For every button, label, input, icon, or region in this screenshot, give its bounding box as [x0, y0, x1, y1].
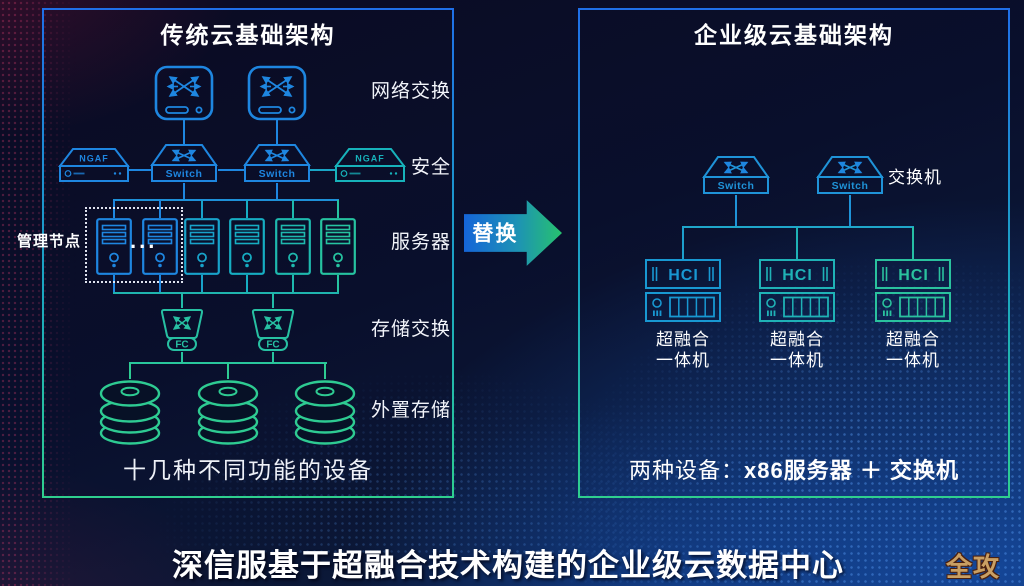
svg-text:Switch: Switch [832, 180, 869, 192]
connector-line [272, 293, 274, 308]
svg-text:FC: FC [266, 340, 279, 351]
hci-appliance-icon: HCI [759, 259, 835, 322]
hci-caption-line2: 一体机 [886, 351, 940, 370]
replace-arrow-label: 替换 [472, 222, 519, 246]
connector-line [912, 227, 914, 259]
connector-line [181, 293, 183, 308]
network-switch-icon [154, 65, 214, 121]
switch-icon: Switch [816, 156, 884, 194]
connector-line [292, 275, 294, 293]
right-caption: 两种设备：x86服务器 ＋ 交换机 [578, 453, 1010, 485]
disk-stack-icon [99, 380, 161, 445]
row-label-network: 网络交换 [370, 81, 451, 102]
network-switch-icon [247, 65, 307, 121]
hci-caption: 超融合 一体机 [868, 329, 958, 371]
connector-line [246, 200, 248, 218]
switch-icon: Switch [150, 144, 218, 182]
ngaf-firewall-icon: NGAF [334, 148, 406, 182]
row-label-server: 服务器 [390, 232, 451, 253]
disk-stack-icon [294, 380, 356, 445]
svg-text:Switch: Switch [259, 168, 296, 180]
svg-text:Switch: Switch [718, 180, 755, 192]
connector-line [246, 275, 248, 293]
connector-line [128, 169, 152, 171]
management-node-box [85, 207, 183, 283]
ngaf-firewall-icon: NGAF [58, 148, 130, 182]
connector-line [292, 200, 294, 218]
server-icon [229, 218, 265, 275]
server-icon [184, 218, 220, 275]
hci-caption-line1: 超融合 [886, 330, 940, 349]
right-panel [578, 8, 1010, 498]
connector-line [129, 363, 131, 379]
server-icon [275, 218, 311, 275]
svg-text:Switch: Switch [166, 168, 203, 180]
fc-switch-icon: FC [160, 309, 204, 351]
connector-line [227, 363, 229, 379]
connector-line [201, 275, 203, 293]
connector-line [682, 226, 914, 228]
svg-text:HCI: HCI [668, 267, 699, 284]
connector-line [310, 169, 335, 171]
switch-icon: Switch [702, 156, 770, 194]
connector-line [159, 200, 161, 218]
right-caption-bold: x86服务器 ＋ 交换机 [744, 458, 959, 483]
hci-caption-line1: 超融合 [656, 330, 710, 349]
connector-line [113, 292, 339, 294]
connector-line [181, 352, 183, 363]
row-label-storage-switch: 存储交换 [370, 319, 451, 340]
hci-caption-line2: 一体机 [656, 351, 710, 370]
connector-line [183, 183, 185, 200]
server-icon [142, 218, 178, 275]
switch-side-label: 交换机 [888, 168, 942, 187]
hci-caption: 超融合 一体机 [752, 329, 842, 371]
svg-text:HCI: HCI [898, 267, 929, 284]
row-label-external-storage: 外置存储 [370, 400, 451, 421]
svg-text:HCI: HCI [782, 267, 813, 284]
hci-caption-line1: 超融合 [770, 330, 824, 349]
connector-line [159, 275, 161, 293]
disk-stack-icon [197, 380, 259, 445]
right-caption-prefix: 两种设备： [629, 458, 745, 483]
connector-line [218, 169, 244, 171]
right-panel-title: 企业级云基础架构 [694, 22, 894, 48]
switch-icon: Switch [243, 144, 311, 182]
connector-line [201, 200, 203, 218]
connector-line [682, 227, 684, 259]
hci-appliance-icon: HCI [875, 259, 951, 322]
watermark: 全攻略 [946, 552, 1001, 582]
replace-arrow: 替换 [464, 200, 562, 266]
connector-line [113, 199, 339, 201]
left-panel-title: 传统云基础架构 [160, 22, 336, 48]
connector-line [272, 352, 274, 363]
connector-line [324, 363, 326, 379]
connector-line [849, 195, 851, 228]
hci-caption: 超融合 一体机 [638, 329, 728, 371]
hci-caption-line2: 一体机 [770, 351, 824, 370]
connector-line [113, 275, 115, 293]
connector-line [337, 275, 339, 293]
row-label-security: 安全 [410, 157, 451, 178]
connector-line [276, 120, 278, 145]
left-caption: 十几种不同功能的设备 [123, 457, 373, 483]
connector-line [113, 200, 115, 218]
fc-switch-icon: FC [251, 309, 295, 351]
hci-appliance-icon: HCI [645, 259, 721, 322]
connector-line [796, 227, 798, 259]
connector-line [735, 195, 737, 228]
connector-line [337, 200, 339, 218]
svg-text:NGAF: NGAF [355, 154, 385, 164]
svg-text:NGAF: NGAF [79, 154, 109, 164]
svg-text:FC: FC [175, 340, 188, 351]
ellipsis-dots: ... [130, 228, 158, 253]
connector-line [183, 120, 185, 145]
connector-line [276, 183, 278, 200]
server-icon [320, 218, 356, 275]
server-icon [96, 218, 132, 275]
management-node-label: 管理节点 [16, 233, 81, 250]
footer-headline: 深信服基于超融合技术构建的企业级云数据中心 [172, 548, 844, 583]
